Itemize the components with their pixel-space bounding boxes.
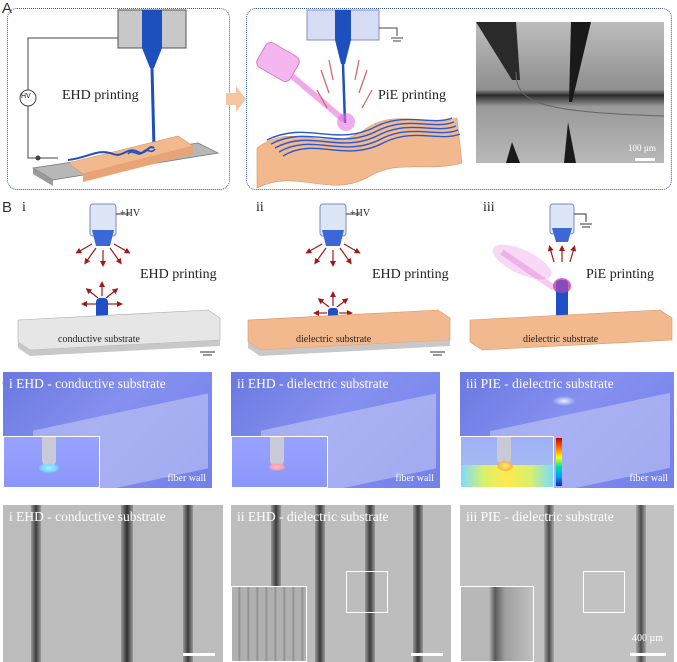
transition-arrow [226, 86, 246, 112]
panel-d-iii-micrograph: iii PIE - dielectric substrate 400 µm [460, 505, 674, 662]
panel-d-iii-scale-label: 400 µm [632, 633, 664, 644]
panel-c-ii-simulation: ii EHD - dielectric substrate fiber wall [231, 372, 440, 488]
ehd-printing-label-a: EHD printing [62, 88, 139, 103]
panel-c-iii-simulation: iii PIE - dielectric substrate fiber wal… [460, 372, 674, 488]
panel-a-pie-box [246, 8, 672, 190]
panel-b-i-illustration [17, 203, 221, 356]
panel-d-iii-roi-box [583, 571, 625, 613]
panel-c-iii-inset [460, 436, 554, 488]
panel-a-scale-bar [635, 158, 655, 161]
panel-c-ii-inset [231, 436, 328, 488]
panel-c-ii-fiber-wall: fiber wall [395, 473, 434, 484]
hv-label: HV [21, 93, 31, 100]
panel-b-ii-illustration [247, 203, 451, 356]
panel-b-ii-substrate: dielectric substrate [296, 334, 372, 345]
panel-d-ii-title: ii EHD - dielectric substrate [237, 509, 389, 524]
panel-b-iii-substrate: dielectric substrate [523, 334, 599, 345]
panel-b-ii-voltage: +HV [350, 208, 371, 219]
panel-b-i-voltage: +HV [120, 208, 141, 219]
panel-b-i-mode: EHD printing [140, 267, 217, 282]
panel-d-iii-title: iii PIE - dielectric substrate [466, 509, 614, 524]
panel-b-ii-mode: EHD printing [372, 267, 449, 282]
panel-c-i-inset [3, 436, 100, 488]
panel-b-iii-label: iii [483, 200, 495, 215]
panel-a-micrograph [476, 22, 664, 163]
panel-b-i-substrate: conductive substrate [58, 334, 140, 345]
panel-a-scale-label: 100 µm [628, 143, 656, 153]
micrograph-needles [476, 22, 664, 163]
panel-c-iii-title: iii PIE - dielectric substrate [466, 376, 614, 391]
pie-printing-illustration [256, 9, 463, 188]
panel-c-i-simulation: i EHD - conductive substrate fiber wall [3, 372, 212, 488]
panel-d-ii-inset [231, 586, 307, 662]
panel-d-ii-micrograph: ii EHD - dielectric substrate [231, 505, 451, 662]
panel-c-iii-fiber-wall: fiber wall [629, 473, 668, 484]
panel-d-iii-inset [460, 586, 534, 662]
panel-c-iii-color-scale [556, 438, 562, 486]
panel-b-iii-illustration [469, 203, 673, 351]
panel-c-ii-title: ii EHD - dielectric substrate [237, 376, 389, 391]
panel-c-i-title: i EHD - conductive substrate [9, 376, 166, 391]
panel-d-i-micrograph: i EHD - conductive substrate [3, 505, 223, 662]
pie-printing-label-a: PiE printing [378, 88, 447, 103]
panel-c-i-fiber-wall: fiber wall [167, 473, 206, 484]
panel-label-a: A [2, 0, 13, 17]
panel-d-ii-roi-box [346, 571, 388, 613]
panel-d-i-title: i EHD - conductive substrate [9, 509, 166, 524]
panel-label-b: B [2, 199, 13, 216]
panel-b-iii-mode: PiE printing [586, 267, 655, 282]
panel-b-ii-label: ii [256, 200, 264, 215]
panel-d-ii-scale-bar [411, 653, 443, 656]
panel-b-i-label: i [22, 200, 26, 215]
panel-d-iii-scale-bar [630, 653, 666, 656]
panel-d-i-scale-bar [183, 653, 215, 656]
ehd-printing-illustration [19, 9, 220, 186]
